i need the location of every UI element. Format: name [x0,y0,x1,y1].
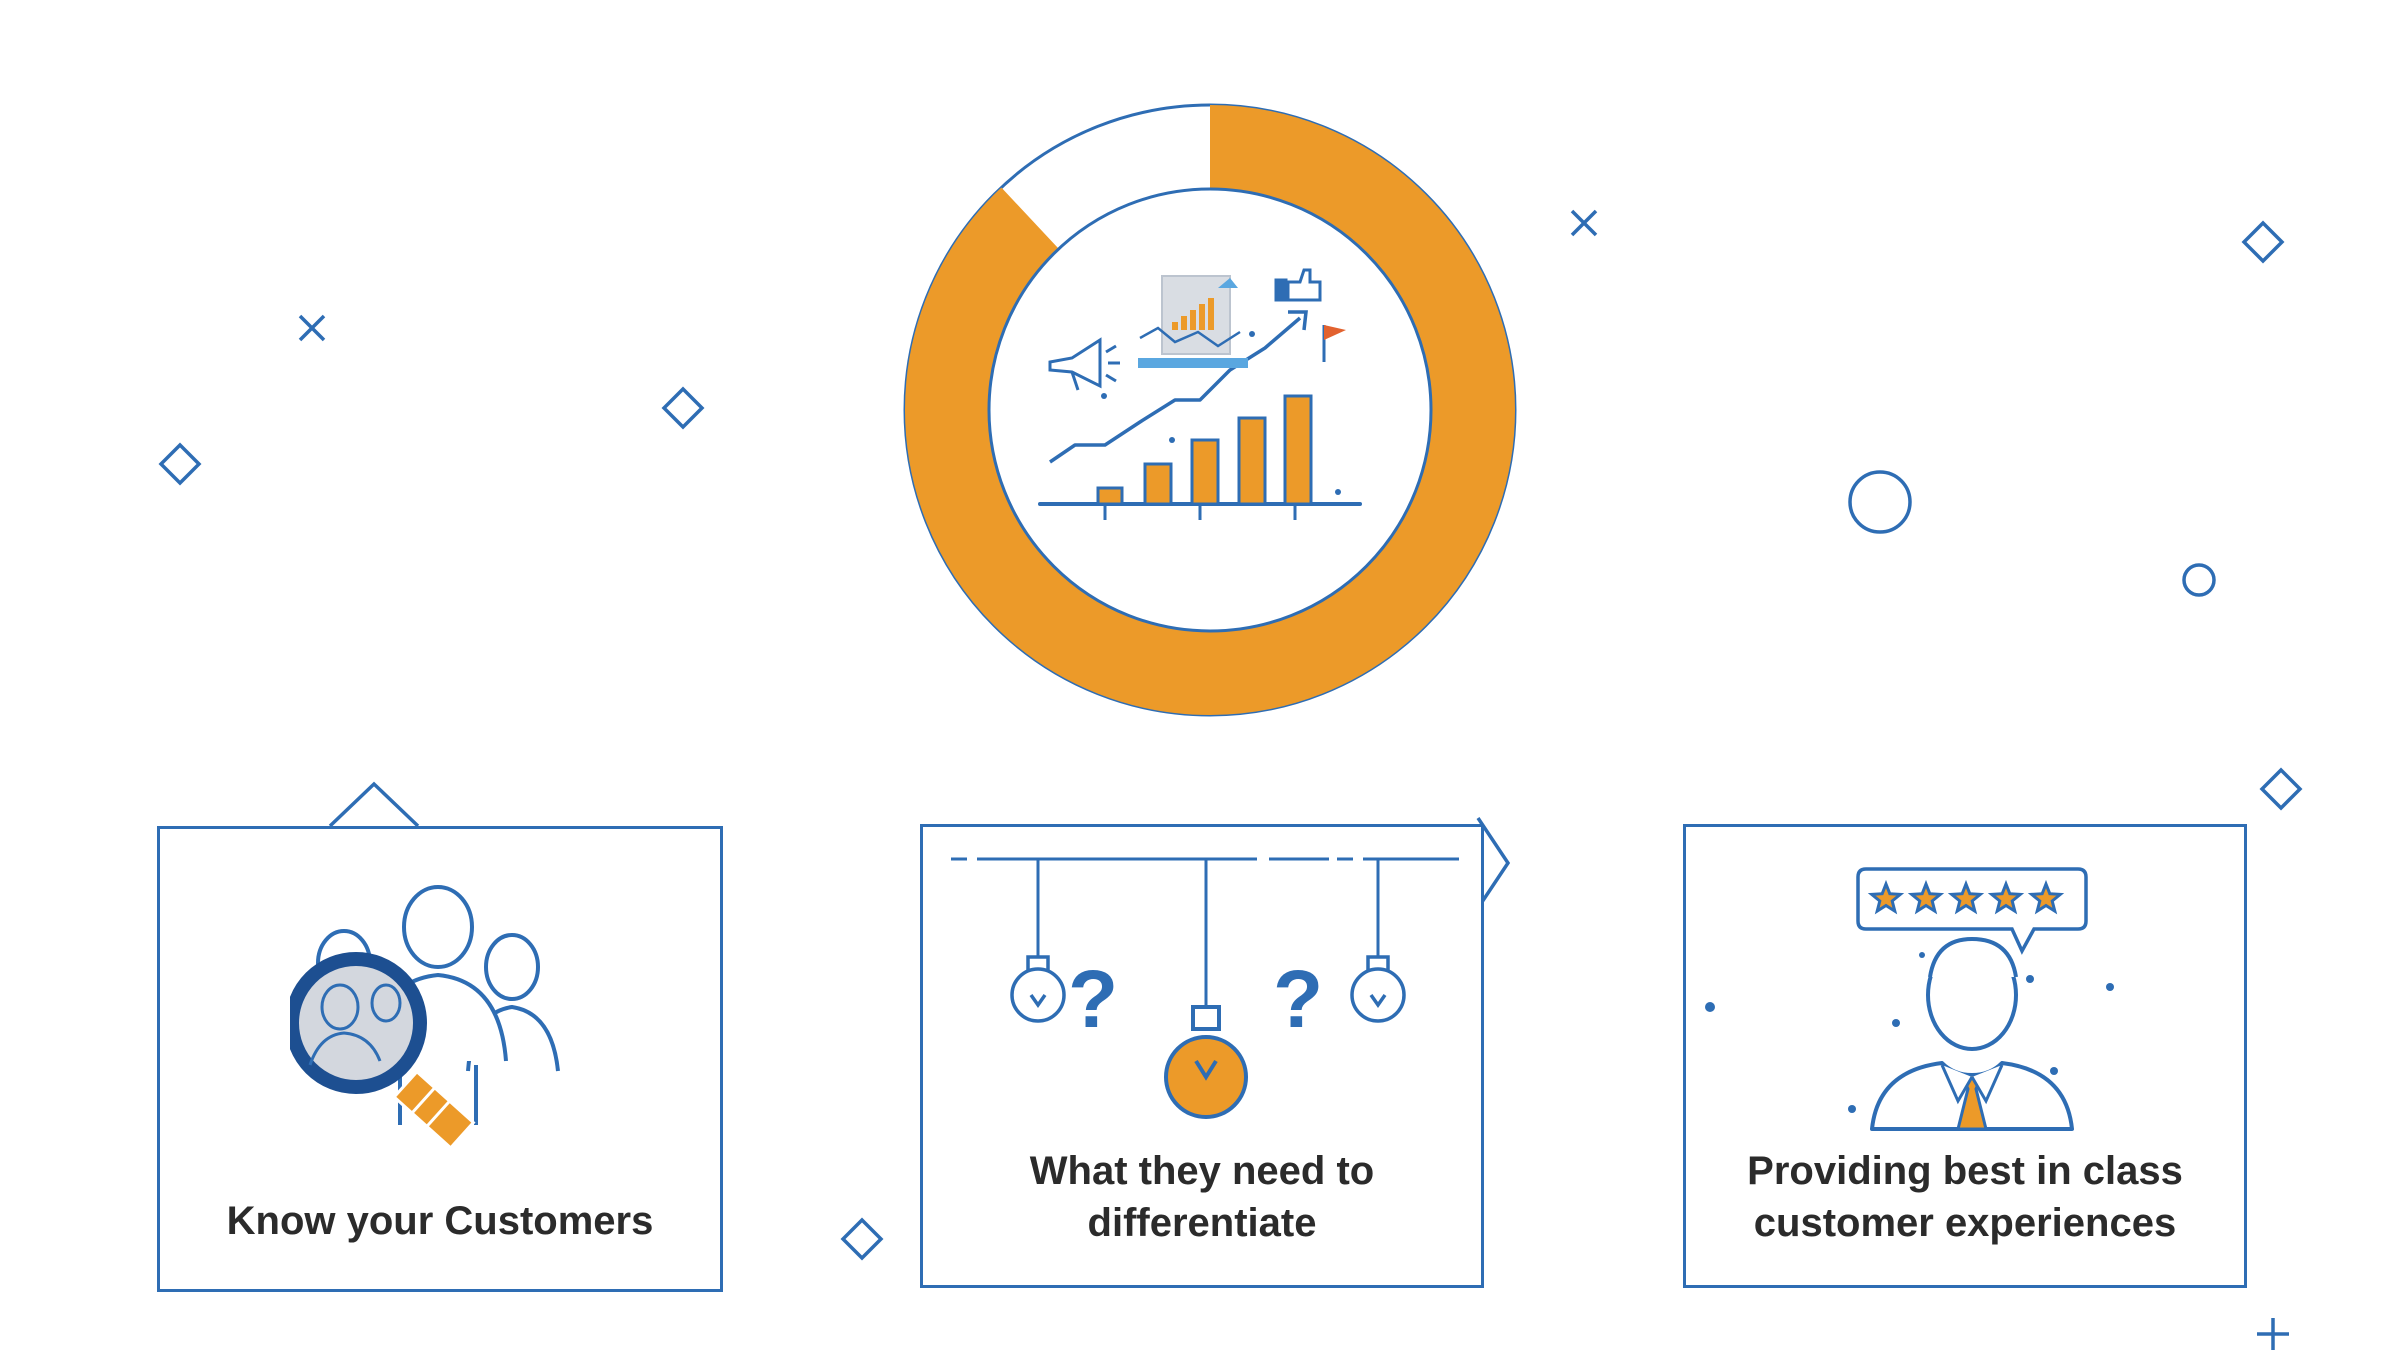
circle-shape [1848,470,1912,534]
card-customer-experience: Providing best in class customer experie… [1683,824,2247,1288]
diamond-shape [158,442,202,486]
progress-ring [905,105,1515,715]
idea-bulbs-icon: ? ? [923,827,1483,1147]
hero-ring [900,100,1520,720]
star-icon [1987,879,2025,915]
star-icon [1867,879,1905,915]
cross-shape [298,314,326,342]
star-icon [1907,879,1945,915]
diamond-shape [1476,817,1511,909]
plus-shape [2257,1318,2289,1350]
triangle-shape [328,781,420,828]
svg-text:?: ? [1068,954,1118,1045]
card-label: Know your Customers [226,1199,654,1243]
svg-text:?: ? [1273,954,1323,1045]
business-growth-icon [1038,268,1362,520]
star-icon [2027,879,2065,915]
diamond-shape [2259,767,2303,811]
card-know-customers: Know your Customers [157,826,723,1292]
customer-search-icon [290,885,590,1155]
card-differentiate: ? ? What they need to differentiate [920,824,1484,1288]
diamond-shape [2241,220,2285,264]
rating-stars [1867,879,2065,915]
diamond-shape [840,1217,884,1261]
diamond-shape [661,386,705,430]
star-icon [1947,879,1985,915]
card-label: Providing best in class customer experie… [1747,1149,2183,1245]
five-star-rating-icon [1686,827,2246,1147]
card-label: What they need to differentiate [1029,1149,1375,1245]
cross-shape [1570,209,1598,237]
circle-shape [2182,563,2216,597]
